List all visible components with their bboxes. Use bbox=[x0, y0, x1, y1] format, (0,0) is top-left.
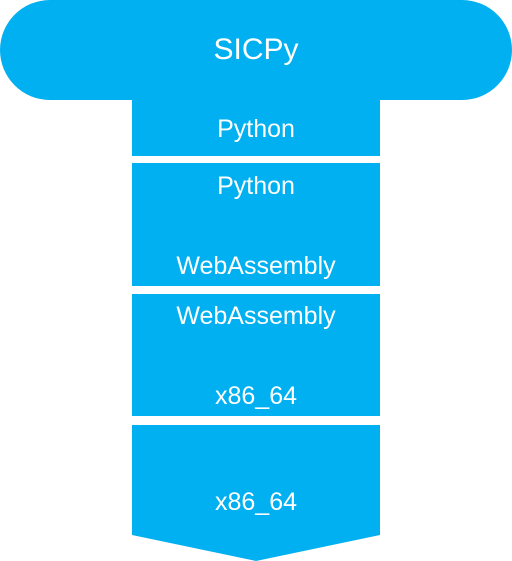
title-label: SICPy bbox=[213, 33, 299, 66]
layer-python: Python bbox=[132, 98, 380, 156]
layer-x86-label: x86_64 bbox=[214, 488, 298, 516]
layer-python-to-webassembly: Python WebAssembly bbox=[132, 163, 380, 286]
layer-python-to-webassembly-top-label: Python bbox=[217, 172, 295, 200]
layer-webassembly-to-x86: WebAssembly x86_64 bbox=[132, 294, 380, 416]
down-arrow-shape bbox=[132, 425, 380, 561]
layer-x86-arrow: x86_64 bbox=[132, 425, 380, 561]
layer-python-label: Python bbox=[217, 115, 295, 143]
layer-webassembly-to-x86-top-label: WebAssembly bbox=[176, 302, 336, 330]
layer-python-to-webassembly-bottom-label: WebAssembly bbox=[176, 252, 336, 280]
layer-webassembly-to-x86-bottom-label: x86_64 bbox=[214, 382, 298, 410]
title-cap: SICPy bbox=[0, 0, 512, 100]
